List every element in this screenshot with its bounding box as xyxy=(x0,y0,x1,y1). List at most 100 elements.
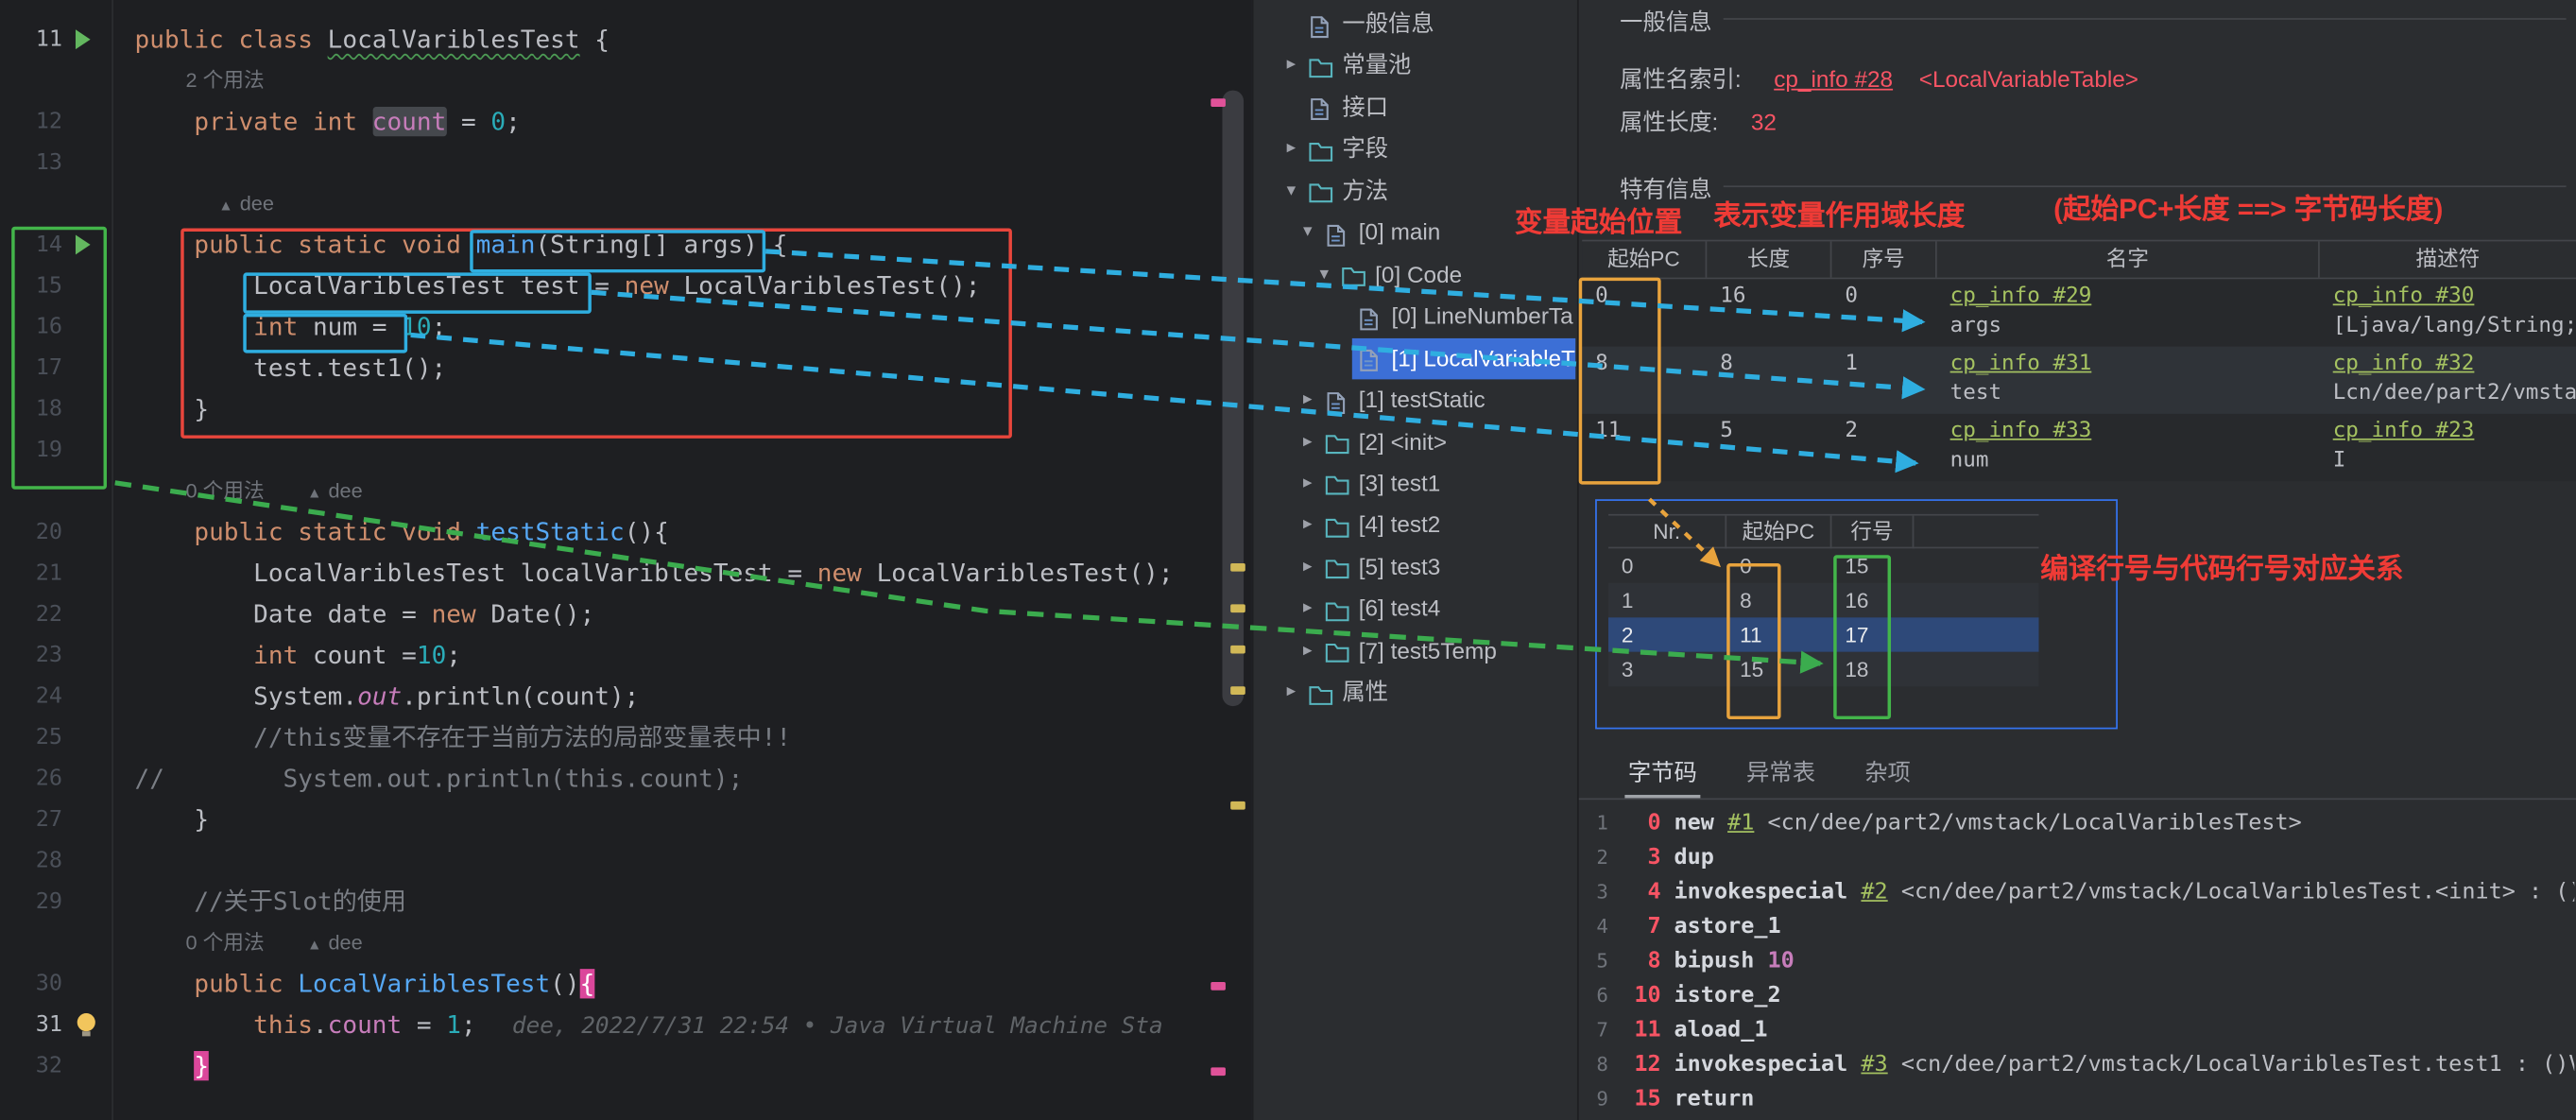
constant-pool-link[interactable]: #3 xyxy=(1861,1051,1888,1077)
constant-pool-link[interactable]: #1 xyxy=(1727,809,1755,836)
cp-info-link[interactable]: cp_info #29 xyxy=(1949,284,2092,309)
author-inlay[interactable]: dee xyxy=(239,192,274,215)
line-number[interactable]: 15 xyxy=(35,272,63,300)
line-number[interactable]: 19 xyxy=(35,437,63,463)
code-line-28[interactable]: 28 xyxy=(0,841,1224,882)
chevron-right-icon[interactable]: ▸ xyxy=(1286,681,1297,702)
tree-item-字段[interactable]: ▸字段 xyxy=(1253,129,1576,169)
cp-info-link[interactable]: cp_info #31 xyxy=(1949,351,2092,376)
code-line-16[interactable]: 16 int num = 10; xyxy=(0,307,1224,348)
code-line-21[interactable]: 21 LocalVariblesTest localVariblesTest =… xyxy=(0,554,1224,594)
tab-exception-table[interactable]: 异常表 xyxy=(1746,758,1816,785)
line-number[interactable]: 21 xyxy=(35,560,63,587)
line-number[interactable]: 16 xyxy=(35,313,63,340)
chevron-down-icon[interactable]: ▾ xyxy=(1303,222,1313,242)
tree-item-属性[interactable]: ▸属性 xyxy=(1253,672,1576,713)
chevron-down-icon[interactable]: ▾ xyxy=(1319,264,1330,284)
tree-item-接口[interactable]: 接口 xyxy=(1253,87,1576,128)
usages-inlay[interactable]: 0 个用法 xyxy=(185,931,265,955)
line-number[interactable]: 29 xyxy=(35,888,63,915)
code-line-17[interactable]: 17 test.test1(); xyxy=(0,348,1224,388)
tree-item--7-test5Temp[interactable]: ▸[7] test5Temp xyxy=(1253,630,1576,671)
tree-item-常量池[interactable]: ▸常量池 xyxy=(1253,45,1576,86)
line-number[interactable]: 30 xyxy=(35,970,63,997)
code-line-27[interactable]: 27 } xyxy=(0,800,1224,840)
line-number[interactable]: 22 xyxy=(35,600,63,628)
cp-info-link[interactable]: cp_info #30 xyxy=(2332,284,2475,309)
tree-item--0-LineNumberTa[interactable]: [0] LineNumberTa xyxy=(1253,296,1576,336)
code-line-13[interactable]: 13 xyxy=(0,143,1224,183)
line-number[interactable]: 27 xyxy=(35,806,63,833)
tree-item--6-test4[interactable]: ▸[6] test4 xyxy=(1253,589,1576,629)
code-line-15[interactable]: 15 LocalVariblesTest test = new LocalVar… xyxy=(0,266,1224,306)
code-line-14[interactable]: 14 public static void main(String[] args… xyxy=(0,225,1224,266)
tree-item--5-test3[interactable]: ▸[5] test3 xyxy=(1253,546,1576,587)
code-line-31[interactable]: 31 this.count = 1;dee, 2022/7/31 22:54 •… xyxy=(0,1005,1224,1045)
line-number[interactable]: 26 xyxy=(35,765,63,792)
tree-item--3-test1[interactable]: ▸[3] test1 xyxy=(1253,463,1576,504)
chevron-right-icon[interactable]: ▸ xyxy=(1303,388,1313,409)
author-inlay-top[interactable]: ▲dee xyxy=(156,0,212,2)
line-number[interactable]: 24 xyxy=(35,682,63,710)
tab-misc[interactable]: 杂项 xyxy=(1864,758,1911,785)
tree-item-方法[interactable]: ▾方法 xyxy=(1253,170,1576,211)
line-number[interactable]: 14 xyxy=(35,231,63,258)
tree-item--4-test2[interactable]: ▸[4] test2 xyxy=(1253,505,1576,545)
run-icon[interactable] xyxy=(75,234,91,255)
tree-item--2-init-[interactable]: ▸[2] <init> xyxy=(1253,422,1576,462)
author-inlay[interactable]: dee xyxy=(328,479,363,503)
cp-info-link[interactable]: cp_info #32 xyxy=(2332,351,2475,376)
code-line-22[interactable]: 22 Date date = new Date(); xyxy=(0,594,1224,635)
code-line-12[interactable]: 12 private int count = 0; xyxy=(0,102,1224,143)
line-number[interactable]: 12 xyxy=(35,108,63,135)
chevron-right-icon[interactable]: ▸ xyxy=(1286,55,1297,75)
tree-item--1-testStatic[interactable]: ▸[1] testStatic xyxy=(1253,379,1576,420)
tree-item--0-main[interactable]: ▾[0] main xyxy=(1253,213,1576,253)
line-number[interactable]: 20 xyxy=(35,519,63,545)
line-number[interactable]: 31 xyxy=(35,1011,63,1039)
line-number[interactable]: 32 xyxy=(35,1052,63,1079)
chevron-right-icon[interactable]: ▸ xyxy=(1286,138,1297,159)
tab-bytecode[interactable]: 字节码 xyxy=(1624,752,1701,799)
cp-info-link[interactable]: cp_info #28 xyxy=(1774,65,1894,93)
chevron-right-icon[interactable]: ▸ xyxy=(1303,556,1313,577)
tree-item-一般信息[interactable]: 一般信息 xyxy=(1253,3,1576,43)
code-line-25[interactable]: 25 //this变量不存在于当前方法的局部变量表中!! xyxy=(0,717,1224,758)
editor-scrollbar[interactable] xyxy=(1222,90,1245,707)
cp-info-link[interactable]: cp_info #23 xyxy=(2332,419,2475,444)
code-line-18[interactable]: 18 } xyxy=(0,389,1224,430)
code-line-29[interactable]: 29 //关于Slot的使用 xyxy=(0,882,1224,922)
code-line-30[interactable]: 30 public LocalVariblesTest(){ xyxy=(0,964,1224,1005)
author-inlay[interactable]: dee xyxy=(328,931,363,955)
line-number[interactable]: 18 xyxy=(35,395,63,422)
usages-inlay[interactable]: 2 个用法 xyxy=(185,68,265,93)
chevron-right-icon[interactable]: ▸ xyxy=(1303,514,1313,535)
code-line-26[interactable]: 26// System.out.println(this.count); xyxy=(0,759,1224,800)
line-number[interactable]: 13 xyxy=(35,149,63,176)
line-number[interactable]: 11 xyxy=(35,26,63,53)
tree-item--0-Code[interactable]: ▾[0] Code xyxy=(1253,254,1576,295)
constant-pool-link[interactable]: #2 xyxy=(1861,878,1888,905)
line-number[interactable]: 23 xyxy=(35,642,63,669)
code-line-20[interactable]: 20 public static void testStatic(){ xyxy=(0,512,1224,553)
code-line-32[interactable]: 32 } xyxy=(0,1046,1224,1087)
code-line-19[interactable]: 19 xyxy=(0,430,1224,471)
chevron-right-icon[interactable]: ▸ xyxy=(1303,431,1313,451)
line-number[interactable]: 17 xyxy=(35,354,63,382)
chevron-right-icon[interactable]: ▸ xyxy=(1303,640,1313,661)
chevron-down-icon[interactable]: ▾ xyxy=(1286,180,1297,200)
code-line-23[interactable]: 23 int count =10; xyxy=(0,635,1224,676)
run-icon[interactable] xyxy=(75,29,91,50)
cp-info-link[interactable]: cp_info #33 xyxy=(1949,419,2092,444)
usages-inlay[interactable]: 0 个用法 xyxy=(185,479,265,503)
code-line-24[interactable]: 24 System.out.println(count); xyxy=(0,677,1224,717)
tree-item--1-LocalVariableT[interactable]: [1] LocalVariableT xyxy=(1253,337,1576,379)
